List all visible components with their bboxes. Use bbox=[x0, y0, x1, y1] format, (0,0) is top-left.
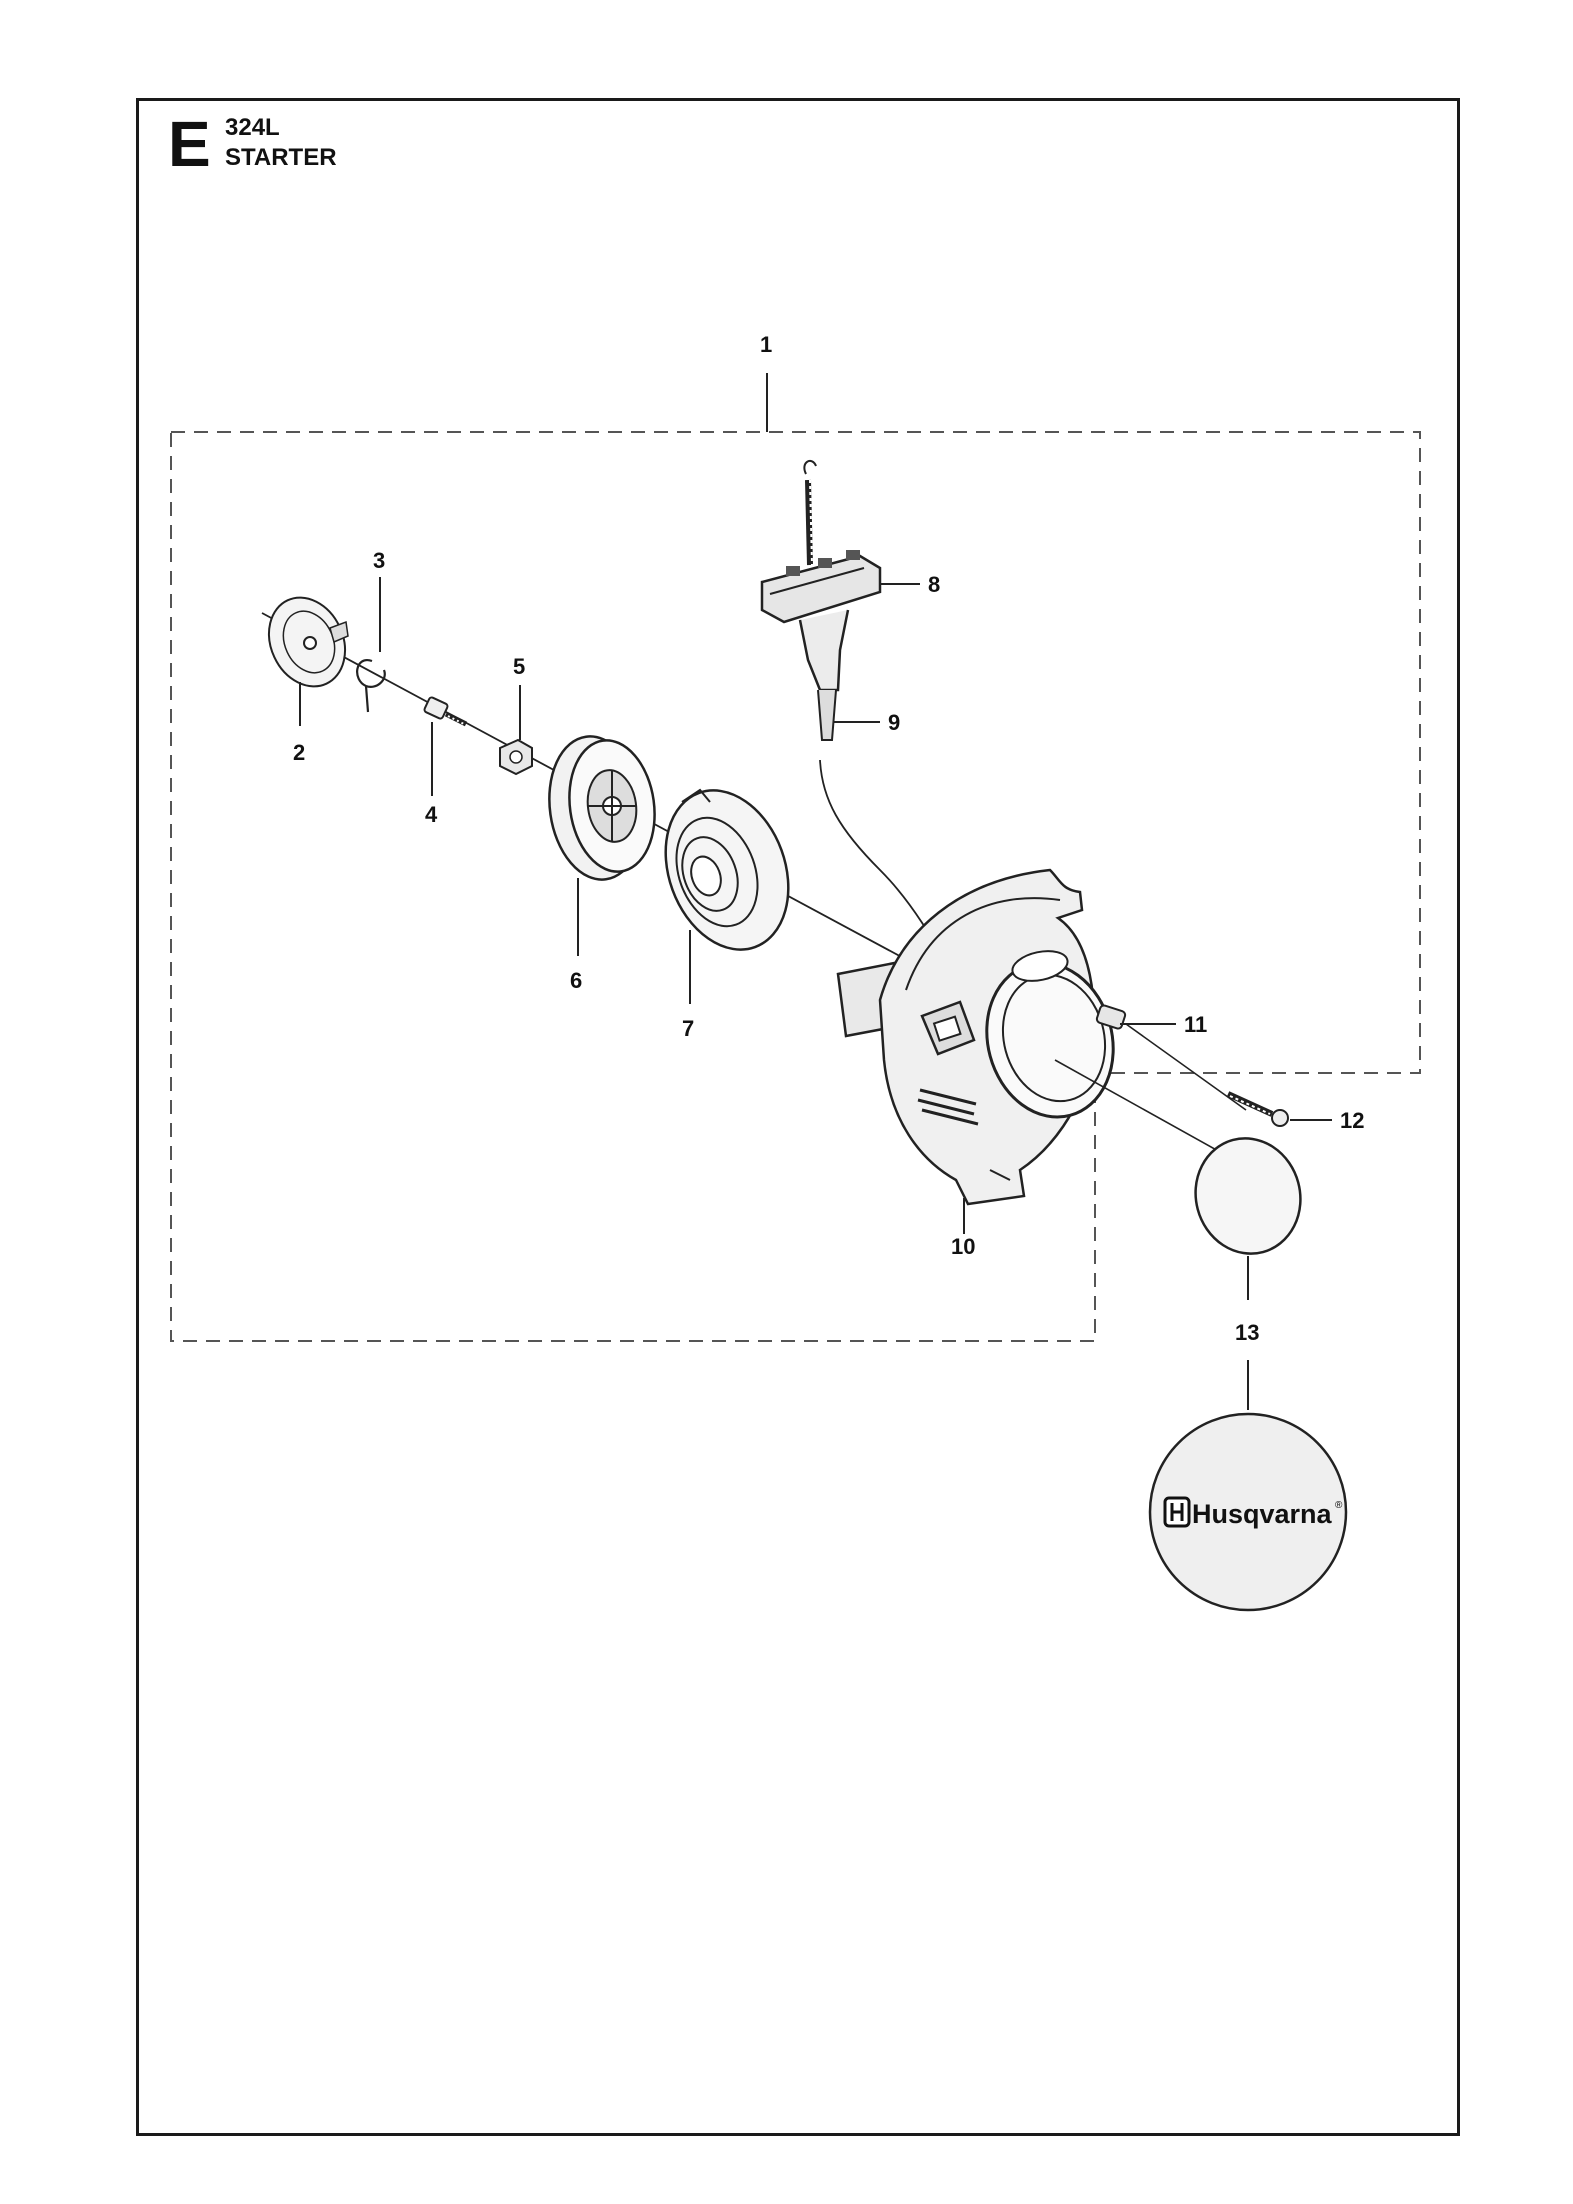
callout-11: 11 bbox=[1184, 1012, 1207, 1037]
part-10-starter-housing bbox=[836, 868, 1115, 1206]
diagram-title: STARTER bbox=[225, 144, 337, 171]
callout-7: 7 bbox=[682, 1016, 694, 1041]
callout-10: 10 bbox=[951, 1234, 975, 1259]
decal-detail-circle bbox=[1148, 1412, 1348, 1612]
part-6-rope-pulley bbox=[548, 735, 656, 881]
callout-2: 2 bbox=[293, 740, 305, 765]
page-frame bbox=[136, 98, 1460, 2136]
part-7-recoil-spring bbox=[664, 788, 790, 951]
callout-1: 1 bbox=[760, 332, 772, 357]
callout-12: 12 bbox=[1340, 1108, 1364, 1133]
callout-6: 6 bbox=[570, 968, 582, 993]
model-number: 324L bbox=[225, 114, 280, 141]
callout-8: 8 bbox=[928, 572, 940, 597]
part-8-starter-handle bbox=[760, 459, 882, 741]
part-13-decal bbox=[1194, 1137, 1302, 1255]
husqvarna-logo-icon bbox=[1163, 1496, 1191, 1528]
part-12-bolt bbox=[1125, 1023, 1289, 1127]
part-4-screw bbox=[423, 696, 468, 727]
decal-axis bbox=[1054, 1059, 1239, 1163]
callout-5: 5 bbox=[513, 654, 525, 679]
section-letter: E bbox=[168, 108, 211, 180]
part-11-spacer bbox=[1095, 1004, 1127, 1030]
part-5-nut bbox=[499, 738, 533, 776]
part-2-pawl-plate bbox=[268, 596, 349, 688]
part-3-spring-clip bbox=[356, 659, 386, 713]
callout-9: 9 bbox=[888, 710, 900, 735]
decal-trademark: ® bbox=[1335, 1500, 1343, 1511]
decal-brand: Husqvarna bbox=[1192, 1499, 1333, 1529]
callout-3: 3 bbox=[373, 548, 385, 573]
callout-4: 4 bbox=[425, 802, 438, 827]
callout-13: 13 bbox=[1235, 1320, 1259, 1345]
